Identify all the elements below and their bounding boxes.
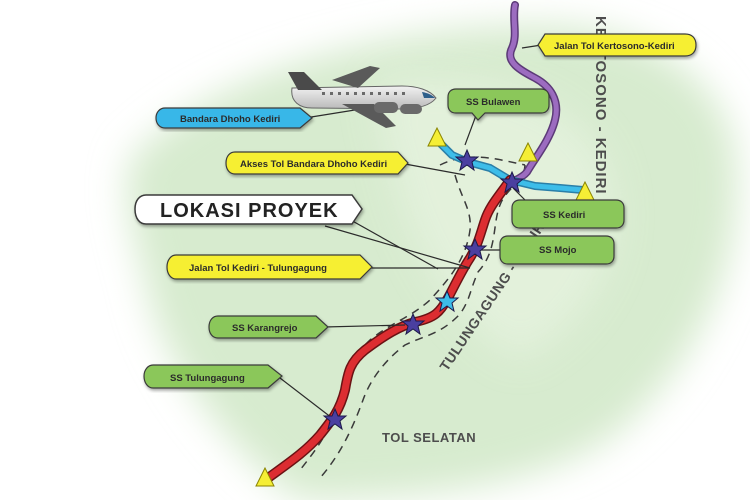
callout-kertosono-kediri-label: Jalan Tol Kertosono-Kediri [554,41,675,52]
triangle-icon [518,141,538,162]
project-location-title: LOKASI PROYEK [160,200,339,222]
callout-ss-tulungagung-label: SS Tulungagung [170,373,245,384]
callout-ss-kediri-label: SS Kediri [543,210,585,221]
callout-ss-mojo-label: SS Mojo [539,245,577,256]
callout-kertosono-kediri [537,33,697,57]
triangle-icon [427,126,447,147]
star-icon [462,237,488,261]
callout-kediri-tulungagung-label: Jalan Tol Kediri - Tulungagung [189,263,327,274]
airplane-icon [288,66,437,128]
callout-ss-kediri [511,199,625,229]
star-icon [499,170,525,194]
star-icon [400,312,426,336]
kertosono-kediri-route [507,2,559,185]
callout-airport [155,107,313,129]
callout-ss-bulawen [447,88,550,121]
callout-ss-mojo [499,235,615,265]
callout-ss-karangrejo [208,315,329,339]
corridor-outline [319,164,526,479]
callout-airport-label: Bandara Dhoho Kediri [180,114,280,125]
airport-access-route [434,137,586,193]
callout-ss-tulungagung [143,364,283,389]
callout-ss-bulawen-label: SS Bulawen [466,97,521,108]
star-icon [434,289,460,313]
star-icon [454,148,480,172]
corridor-outline [439,156,526,166]
star-icon [322,407,348,431]
kertosono-kediri-map-label: KERTOSONO - KEDIRI [592,16,609,195]
callout-airport-access-label: Akses Tol Bandara Dhoho Kediri [240,159,387,170]
triangle-icon [255,466,275,487]
callout-airport-access [225,151,409,175]
callout-project-location [134,194,363,225]
callout-ss-karangrejo-label: SS Karangrejo [232,323,298,334]
station-markers [322,148,525,431]
callout-kediri-tulungagung [166,254,373,280]
endpoint-markers [255,126,595,487]
tol-selatan-map-label: TOL SELATAN [382,430,476,445]
